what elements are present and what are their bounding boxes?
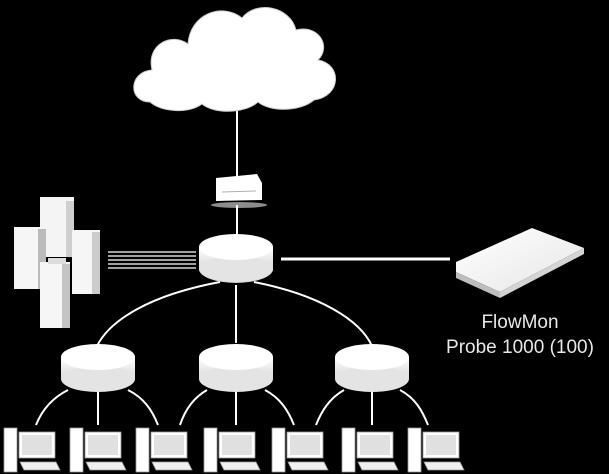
workstation-icon <box>271 427 329 473</box>
internet-cloud-icon <box>133 7 336 112</box>
workstation-icon <box>69 427 127 473</box>
link-core-access1 <box>96 281 221 347</box>
server-cluster-icon <box>14 197 100 328</box>
probe-label-line1: FlowMon <box>481 312 559 333</box>
workstation-icons <box>3 427 465 473</box>
core-switch-icon <box>199 234 273 283</box>
link-core-servers <box>108 251 196 269</box>
workstation-icon <box>3 427 61 473</box>
links-access2-workstations <box>179 389 295 426</box>
links-access3-workstations <box>315 389 429 426</box>
probe-label-line2: Probe 1000 (100) <box>446 337 594 358</box>
workstation-icon <box>407 427 465 473</box>
flowmon-probe-appliance-icon <box>456 228 584 298</box>
workstation-icon <box>135 427 193 473</box>
access-switch-1-icon <box>61 344 135 392</box>
link-core-access3 <box>253 281 373 347</box>
network-links <box>35 104 450 426</box>
links-access1-workstations <box>35 389 159 426</box>
workstation-icon <box>341 427 399 473</box>
firewall-icon <box>211 174 267 208</box>
access-switch-2-icon <box>199 344 273 392</box>
workstation-icon <box>203 427 261 473</box>
flowmon-probe-label: FlowMon Probe 1000 (100) <box>430 310 609 360</box>
access-switch-3-icon <box>335 344 409 392</box>
